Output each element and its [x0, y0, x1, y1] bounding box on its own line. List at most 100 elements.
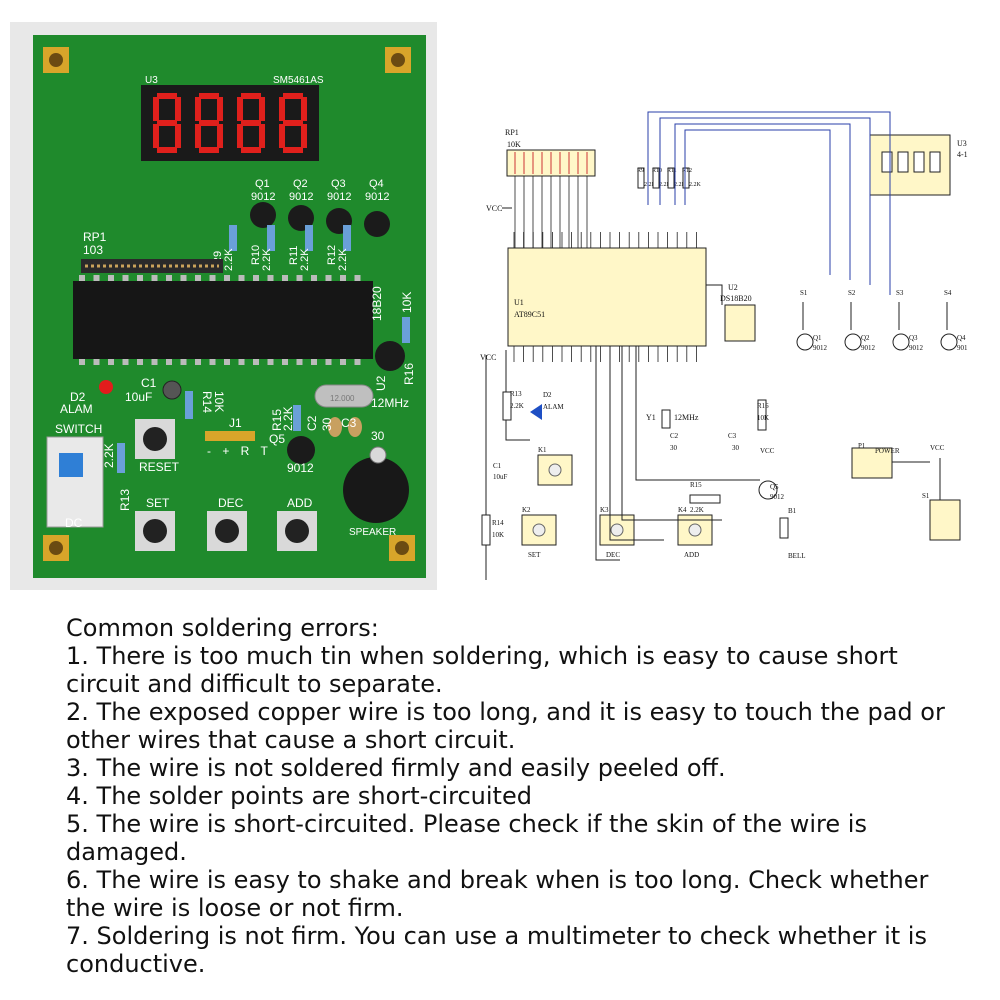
sch-u1-part: AT89C51: [514, 310, 545, 319]
r13-value: 2.2K: [102, 443, 116, 468]
sch-transistor-q2: [844, 333, 862, 351]
pin-header: [205, 431, 255, 441]
sch-transistor-part: 9012: [861, 344, 876, 352]
pcb-transistor-part: 9012: [365, 191, 389, 203]
sch-vcc: VCC: [486, 204, 502, 213]
display-part: SM5461AS: [273, 75, 324, 86]
sch-resistor-r14: [481, 514, 491, 546]
temperature-sensor: [375, 341, 405, 371]
transistor-q5: [287, 436, 315, 464]
resistor-r13: [117, 443, 125, 473]
sch-resistor-r12: [682, 167, 690, 189]
note-item: 4. The solder points are short-circuited: [66, 782, 532, 810]
dc-label: DC: [65, 516, 83, 530]
sch-digit: [929, 151, 941, 173]
sch-u2-part: DS18B20: [720, 294, 752, 303]
c2-value: 30: [320, 417, 334, 431]
sch-transistor-ref: Q2: [861, 334, 870, 342]
sch-bell: [779, 517, 789, 539]
sch-c1-ref: C1: [493, 462, 502, 470]
pcb-resistor-ref: R11: [288, 246, 300, 265]
sch-resistor-r10: [652, 167, 660, 189]
pcb-transistor-ref: Q3: [331, 178, 346, 190]
note-item: 2. The exposed copper wire is too long, …: [66, 698, 945, 754]
sch-y1-value: 12MHz: [674, 413, 699, 422]
sch-c2-ref: C2: [670, 432, 679, 440]
crystal-label: 12.000: [330, 394, 355, 403]
reset-label: RESET: [139, 460, 180, 474]
sch-resistor-ref: R9: [637, 168, 644, 174]
sch-resistor-r13: [502, 391, 512, 421]
sch-resistor-ref: R10: [652, 168, 662, 174]
j1-pins: - + R T: [207, 444, 272, 458]
r14-value: 10K: [212, 391, 226, 412]
mcu-chip: [73, 281, 373, 359]
sch-r13-ref: R13: [510, 390, 522, 398]
sch-key-ref: K3: [600, 506, 609, 514]
pcb-resistor-value: 2.2K: [299, 248, 311, 271]
sch-key-ref: K1: [538, 446, 547, 454]
pcb-resistor-value: 2.2K: [261, 248, 273, 271]
sch-y1-ref: Y1: [646, 413, 656, 422]
resistor-r14: [185, 391, 193, 419]
sch-resistor-r15: [689, 494, 721, 504]
sch-rp1-value: 10K: [507, 140, 521, 149]
sch-b1-ref: B1: [788, 507, 797, 515]
mounting-hole: [389, 535, 415, 561]
sch-s1-ref: S1: [922, 492, 930, 500]
r15-ref: R15: [270, 409, 284, 431]
sch-r13-value: 2.2K: [510, 402, 524, 410]
sch-resistor-r16: [757, 399, 767, 431]
soldering-notes: Common soldering errors: 1. There is too…: [66, 614, 966, 978]
transistor-q4: [364, 211, 390, 237]
sch-key-label: ADD: [684, 551, 699, 559]
sch-p1-label: POWER: [875, 447, 900, 455]
sch-r14-value: 10K: [492, 531, 504, 539]
sch-resistor-value: 2.2K: [674, 182, 687, 188]
pcb-transistor-part: 9012: [327, 191, 351, 203]
sch-transistor-part: 9012: [909, 344, 924, 352]
pcb-resistor-ref: R12: [326, 245, 338, 265]
r15-value: 2.2K: [281, 406, 295, 431]
sch-transistor-q4: [940, 333, 958, 351]
u2-part: 18B20: [370, 286, 384, 321]
sch-rp1-ref: RP1: [505, 128, 519, 137]
r16-ref: R16: [402, 363, 416, 385]
mounting-hole: [43, 47, 69, 73]
capacitor-c3: [348, 417, 362, 437]
sch-digit: [897, 151, 909, 173]
sch-key-label: DEC: [606, 551, 620, 559]
sch-r14-ref: R14: [492, 519, 504, 527]
sch-switch-label: S3: [896, 289, 904, 297]
sch-resistor-value: 2.2K: [689, 182, 702, 188]
resistor-r9: [229, 225, 237, 251]
power-switch: [46, 436, 104, 528]
pcb-resistor-ref: R10: [250, 245, 262, 265]
u2-ref: U2: [374, 375, 388, 391]
resistor-r11: [305, 225, 313, 251]
sch-u2-ref: U2: [728, 283, 738, 292]
note-item: 5. The wire is short-circuited. Please c…: [66, 810, 867, 866]
sch-r16-value: 10K: [757, 414, 769, 422]
set-label: SET: [146, 496, 170, 510]
sch-u3-ref: U3: [957, 139, 967, 148]
crystal-freq: 12MHz: [371, 396, 409, 410]
sch-c3-value: 30: [732, 444, 740, 452]
speaker-label: SPEAKER: [349, 527, 396, 538]
sch-led: [530, 404, 542, 420]
sch-r16-ref: R16: [757, 402, 769, 410]
sch-u1-ref: U1: [514, 298, 524, 307]
resistor-r12: [343, 225, 351, 251]
sch-mcu: [507, 247, 707, 347]
sch-transistor-q5: [758, 480, 778, 500]
led-ref: D2: [70, 390, 86, 404]
mounting-hole: [43, 535, 69, 561]
sch-temp-sensor: [724, 304, 756, 342]
note-item: 3. The wire is not soldered firmly and e…: [66, 754, 726, 782]
sch-vcc-4: VCC: [930, 444, 945, 452]
dec-label: DEC: [218, 496, 244, 510]
r16-value: 10K: [400, 292, 414, 313]
rp1-ref: RP1: [83, 230, 107, 244]
transistor-q2: [288, 205, 314, 231]
